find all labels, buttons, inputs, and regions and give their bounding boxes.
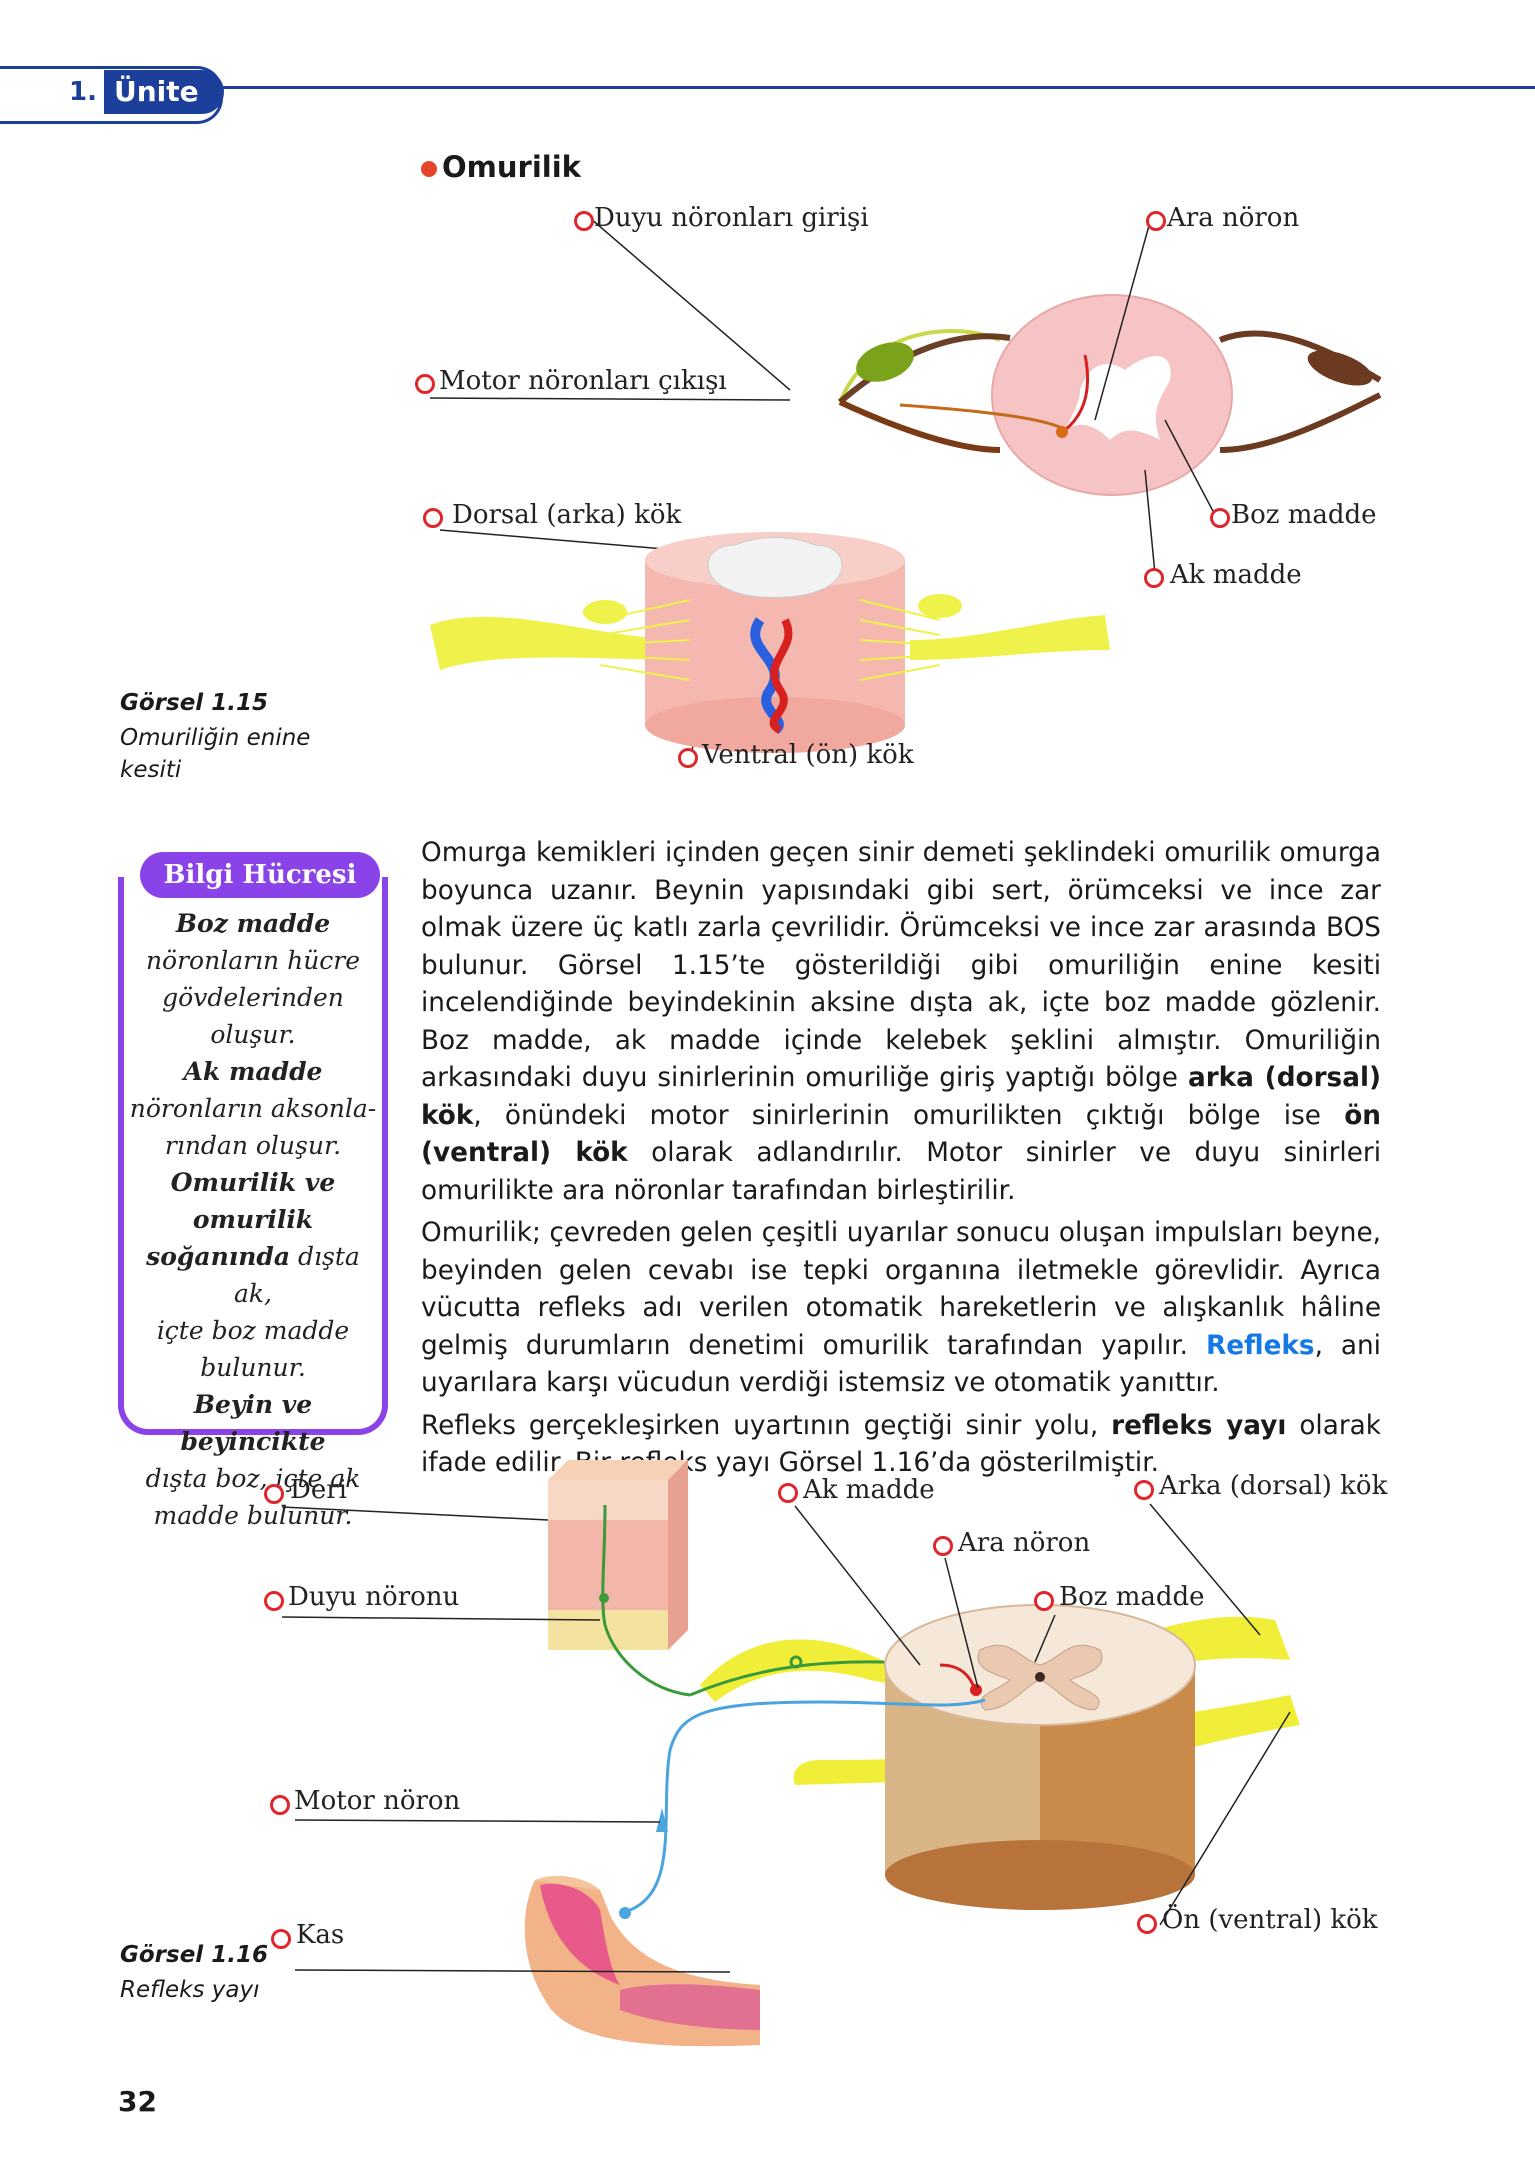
marker-icon — [1146, 211, 1166, 231]
marker-icon — [264, 1484, 284, 1504]
page-number: 32 — [118, 2085, 157, 2118]
marker-icon — [933, 1536, 953, 1556]
marker-icon — [264, 1591, 284, 1611]
info-term: Boz madde — [175, 909, 331, 938]
key-term: arka (dorsal) kök — [421, 1063, 1381, 1131]
label-white-matter: Ak madde — [1170, 560, 1302, 590]
text-run: Omurga kemikleri içinden geçen sinir dem… — [421, 838, 1381, 1093]
info-text: madde bulunur. — [153, 1501, 353, 1530]
label-gray-matter: Boz madde — [1231, 500, 1377, 530]
info-term: soğanında — [146, 1242, 291, 1271]
text-run: , ani uyarılara karşı vücudun verdiği is… — [421, 1330, 1381, 1399]
text-run: Refleks gerçekleşirken uyartının geçtiği… — [421, 1410, 1112, 1441]
figure1-caption-line1: Omuriliğin enine — [120, 725, 311, 751]
info-text: dışta boz, içte ak — [145, 1464, 361, 1493]
unit-name: Ünite — [104, 70, 224, 114]
text-run: , önündeki motor sinirlerinin omurilikte… — [473, 1100, 1345, 1131]
info-term: Ak madde — [183, 1057, 323, 1086]
info-text: dışta ak, — [233, 1242, 360, 1308]
info-term: Omurilik ve omurilik — [170, 1168, 336, 1234]
main-text: Omurga kemikleri içinden geçen sinir dem… — [421, 835, 1381, 1488]
key-term: ön (ventral) kök — [421, 1100, 1381, 1169]
section-bullet-icon — [421, 161, 437, 177]
section-title: Omurilik — [442, 150, 581, 184]
label-white-matter: Ak madde — [803, 1475, 935, 1505]
label-motor-neuron: Motor nöron — [294, 1786, 461, 1816]
marker-icon — [271, 1929, 291, 1949]
label-skin: Deri — [290, 1475, 347, 1505]
label-gray-matter: Boz madde — [1059, 1582, 1205, 1612]
paragraph: Omurga kemikleri içinden geçen sinir dem… — [421, 835, 1381, 1210]
text-run: olarak adlandırılır. Motor sinirler ve d… — [421, 1138, 1381, 1206]
marker-icon — [574, 211, 594, 231]
marker-icon — [1137, 1914, 1157, 1934]
header-rule — [200, 86, 1535, 89]
info-text: rından oluşur. — [164, 1131, 342, 1160]
info-text: içte boz madde — [156, 1316, 350, 1345]
text-run: Omurilik; çevreden gelen çeşitli uyarıla… — [421, 1218, 1381, 1361]
figure-reflex-arc — [281, 1460, 1300, 2047]
figure-spinal-cord-cross-section — [429, 217, 1382, 761]
label-ventral-root: Ventral (ön) kök — [702, 740, 914, 770]
marker-icon — [415, 374, 435, 394]
marker-icon — [270, 1795, 290, 1815]
figure1-caption-title: Görsel 1.15 — [120, 690, 268, 716]
unit-number: 1. — [62, 72, 104, 112]
label-interneuron: Ara nöron — [1167, 203, 1300, 233]
figure1-caption-line2: kesiti — [120, 757, 182, 783]
info-box-heading: Bilgi Hücresi — [140, 852, 380, 898]
figure2-caption-sub: Refleks yayı — [120, 1977, 260, 2003]
text-run: olarak ifade edilir. Bir refleks yayı Gö… — [421, 1410, 1381, 1479]
marker-icon — [678, 748, 698, 768]
highlight-term: Refleks — [1206, 1330, 1315, 1361]
label-interneuron: Ara nöron — [958, 1528, 1091, 1558]
info-text: nöronların aksonla- — [129, 1094, 377, 1123]
marker-icon — [1034, 1591, 1054, 1611]
marker-icon — [1144, 568, 1164, 588]
label-dorsal-root: Arka (dorsal) kök — [1159, 1471, 1388, 1501]
info-term: Beyin ve beyincikte — [180, 1390, 326, 1456]
info-text: gövdelerinden — [162, 983, 344, 1012]
figure2-caption-title: Görsel 1.16 — [120, 1942, 268, 1968]
info-text: oluşur. — [210, 1020, 296, 1049]
paragraph: Omurilik; çevreden gelen çeşitli uyarıla… — [421, 1215, 1381, 1403]
label-dorsal-root: Dorsal (arka) kök — [452, 500, 682, 530]
marker-icon — [423, 508, 443, 528]
marker-icon — [1210, 508, 1230, 528]
marker-icon — [778, 1483, 798, 1503]
info-box-body: Boz madde nöronların hücre gövdelerinden… — [124, 905, 382, 1534]
label-motor-output: Motor nöronları çıkışı — [439, 366, 727, 396]
info-text: bulunur. — [200, 1353, 306, 1382]
paragraph: Refleks gerçekleşirken uyartının geçtiği… — [421, 1408, 1381, 1483]
label-muscle: Kas — [296, 1920, 345, 1950]
label-ventral-root: Ön (ventral) kök — [1162, 1905, 1378, 1935]
info-text: nöronların hücre — [145, 946, 361, 975]
label-sensory-input: Duyu nöronları girişi — [594, 203, 869, 233]
key-term: refleks yayı — [1111, 1410, 1287, 1441]
marker-icon — [1134, 1480, 1154, 1500]
label-sensory-neuron: Duyu nöronu — [288, 1582, 460, 1612]
info-box — [118, 877, 388, 1435]
